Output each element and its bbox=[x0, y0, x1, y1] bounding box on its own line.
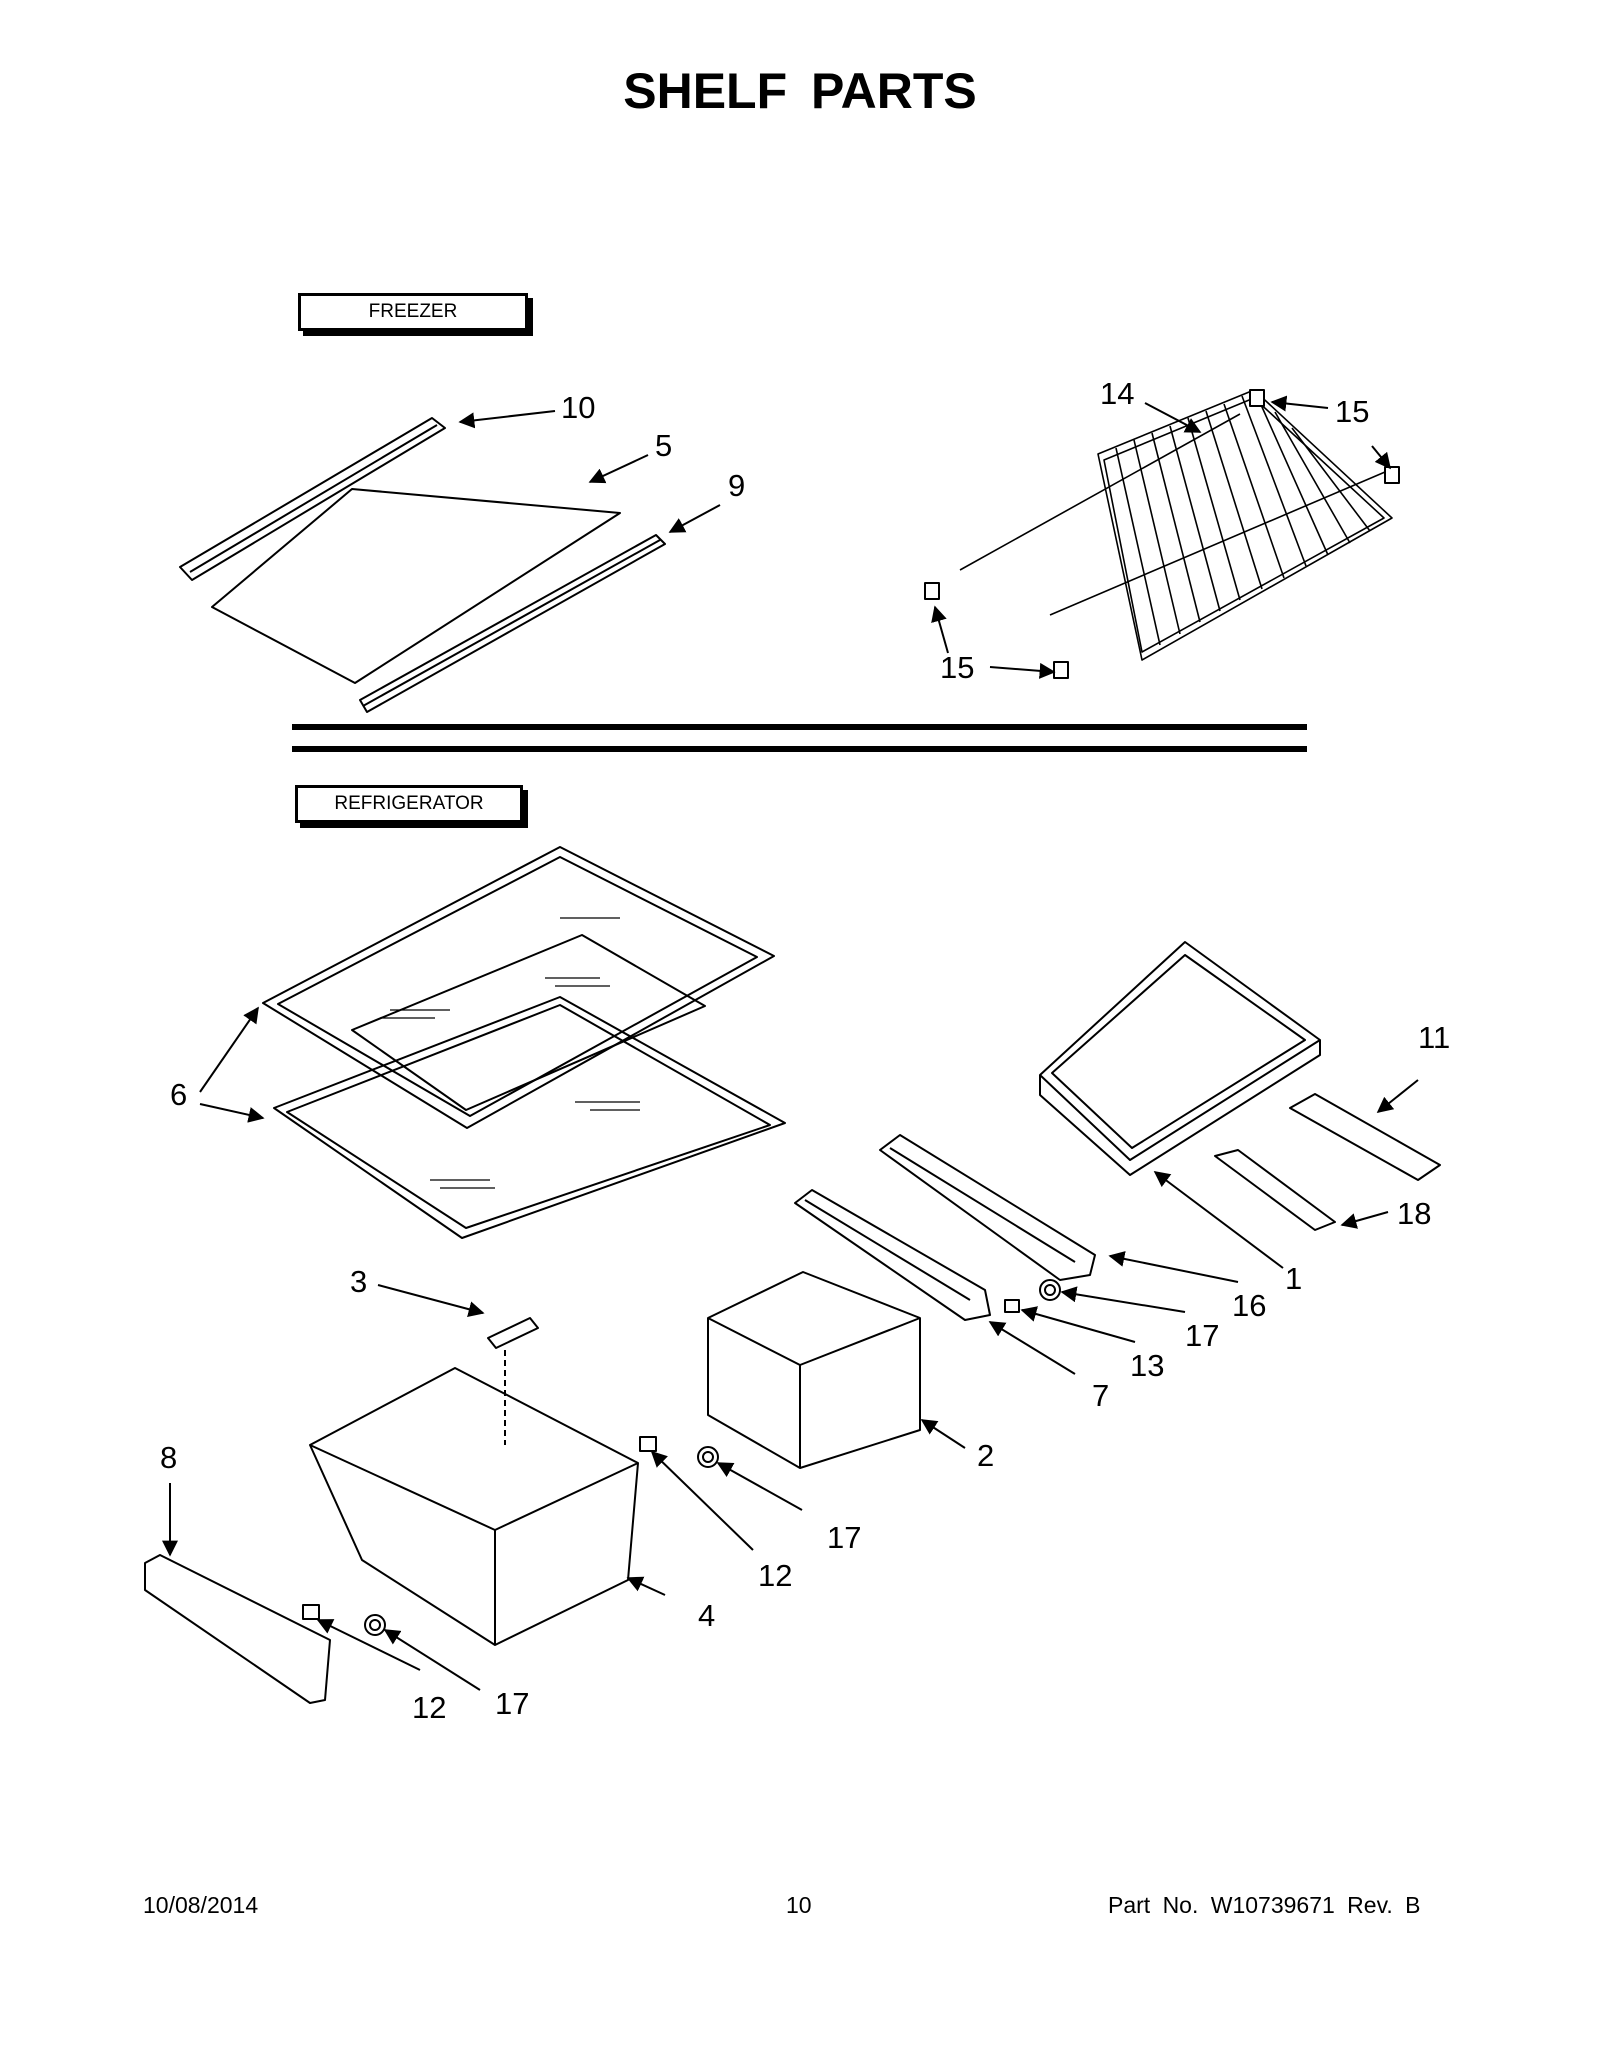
tray-guide-rail bbox=[1214, 1149, 1336, 1231]
page-title: SHELF PARTS bbox=[623, 63, 977, 119]
crisper-front-trim bbox=[144, 1554, 331, 1704]
callout-10: 10 bbox=[561, 390, 596, 425]
callout-15-bottom: 15 bbox=[940, 650, 975, 685]
callout-12-lower: 12 bbox=[412, 1690, 447, 1725]
footer-date: 10/08/2014 bbox=[143, 1892, 259, 1918]
tray-cover bbox=[1289, 1093, 1441, 1181]
callout-5: 5 bbox=[655, 428, 673, 463]
callout-13: 13 bbox=[1130, 1348, 1165, 1383]
section-divider-bottom bbox=[292, 746, 1307, 752]
callout-9: 9 bbox=[728, 468, 746, 503]
callout-17-lower: 17 bbox=[495, 1686, 530, 1721]
freezer-section-label: FREEZER bbox=[298, 293, 528, 331]
footer-part-number: Part No. W10739671 Rev. B bbox=[1108, 1892, 1421, 1918]
section-divider-top bbox=[292, 724, 1307, 730]
freezer-front-trim bbox=[359, 534, 666, 713]
callout-17-rail: 17 bbox=[1185, 1318, 1220, 1353]
callout-7: 7 bbox=[1092, 1378, 1110, 1413]
freezer-wire-shelf bbox=[959, 389, 1393, 661]
callout-17-pan: 17 bbox=[827, 1520, 862, 1555]
refrigerator-glass-shelf-upper bbox=[262, 846, 775, 1129]
refrigerator-glass-shelf-lower bbox=[273, 996, 786, 1239]
freezer-glass-shelf bbox=[211, 488, 621, 684]
crisper-clip bbox=[487, 1317, 539, 1349]
freezer-rear-trim bbox=[179, 417, 446, 581]
callout-18: 18 bbox=[1397, 1196, 1432, 1231]
callout-15-top: 15 bbox=[1335, 394, 1370, 429]
callout-8: 8 bbox=[160, 1440, 178, 1475]
callout-12-pan: 12 bbox=[758, 1558, 793, 1593]
refrigerator-section-label: REFRIGERATOR bbox=[295, 785, 523, 823]
callout-3: 3 bbox=[350, 1264, 368, 1299]
callout-4: 4 bbox=[698, 1598, 716, 1633]
callout-14: 14 bbox=[1100, 376, 1135, 411]
roller-axle bbox=[302, 1299, 1020, 1620]
roller-wheel bbox=[364, 1279, 1061, 1636]
crisper-rail-lower bbox=[794, 1189, 991, 1321]
callout-2: 2 bbox=[977, 1438, 995, 1473]
crisper-rail-upper bbox=[879, 1134, 1096, 1281]
callout-6: 6 bbox=[170, 1077, 188, 1112]
footer-page-number: 10 bbox=[786, 1892, 812, 1918]
callout-1: 1 bbox=[1285, 1261, 1303, 1296]
callout-11: 11 bbox=[1418, 1020, 1451, 1055]
refrigerator-tray bbox=[1039, 941, 1321, 1176]
callout-16: 16 bbox=[1232, 1288, 1267, 1323]
shelf-end-cap bbox=[924, 389, 1400, 679]
crisper-pan-upper bbox=[707, 1271, 921, 1469]
crisper-pan-lower bbox=[309, 1367, 639, 1646]
